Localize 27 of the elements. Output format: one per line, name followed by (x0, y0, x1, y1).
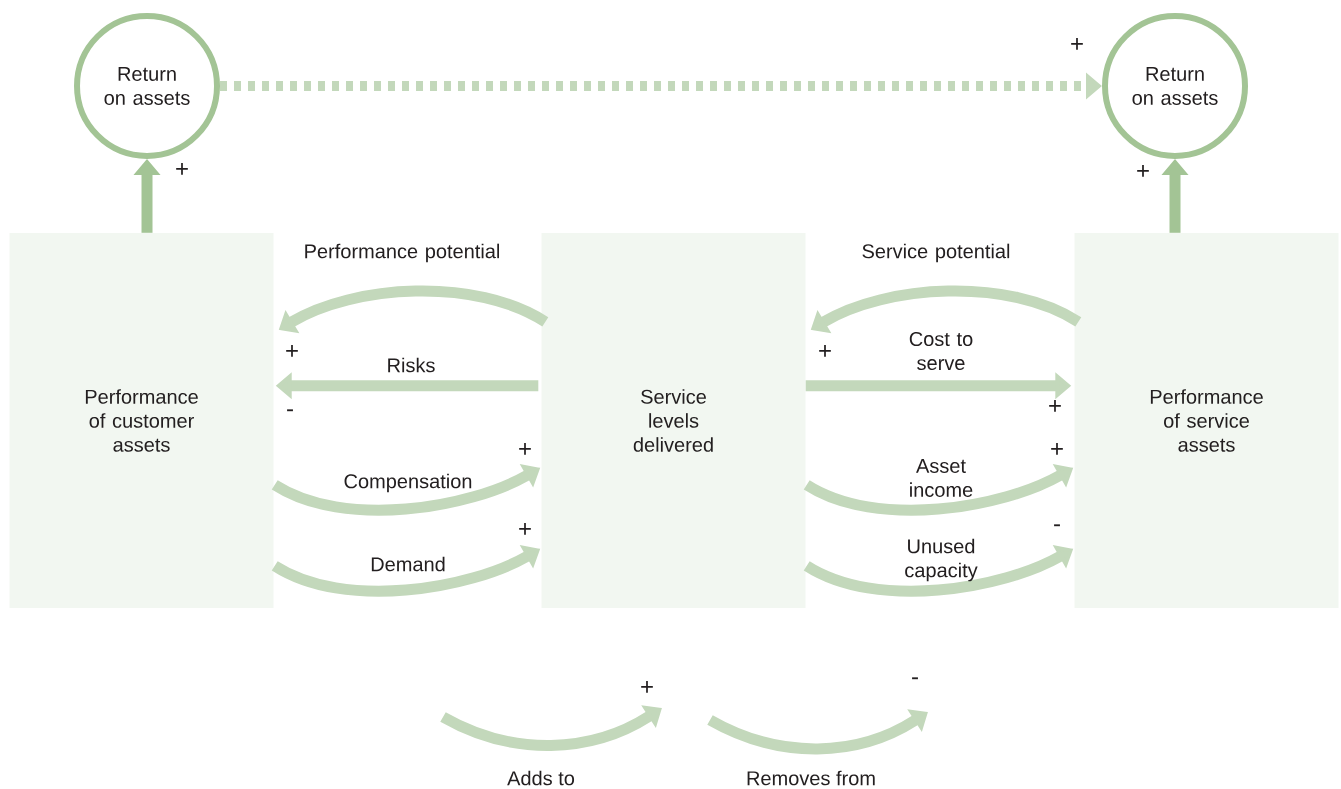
process-box: Service levels delivered (541, 233, 806, 608)
edge-label: Compensation (344, 473, 472, 493)
sign-label: + (641, 681, 653, 693)
sign-label: + (519, 443, 531, 455)
sign-label: + (1051, 443, 1063, 455)
sign-label: - (287, 409, 293, 412)
circle-node: Return on assets (1102, 13, 1248, 159)
legend-label: Removes from (747, 770, 875, 786)
sign-label: + (1049, 400, 1061, 412)
circle-node: Return on assets (74, 13, 220, 159)
sign-label: + (819, 345, 831, 357)
sign-label: - (912, 677, 918, 680)
process-box: Performance of customer assets (9, 233, 274, 608)
edge-label: Service potential (862, 243, 1010, 263)
sign-label: + (286, 345, 298, 357)
sign-label: + (1071, 38, 1083, 50)
legend-label: Adds to (507, 770, 575, 786)
edge-label: Risks (388, 357, 435, 373)
process-box: Performance of service assets (1074, 233, 1339, 608)
edge-label: Unused capacity (905, 538, 978, 582)
edge-label: Performance potential (305, 243, 500, 263)
edge-label: Demand (371, 556, 445, 572)
edge-label: Asset income (910, 459, 973, 497)
sign-label: + (1137, 165, 1149, 177)
sign-label: + (519, 523, 531, 535)
edge-label: Cost to serve (909, 331, 973, 371)
sign-label: + (176, 163, 188, 175)
